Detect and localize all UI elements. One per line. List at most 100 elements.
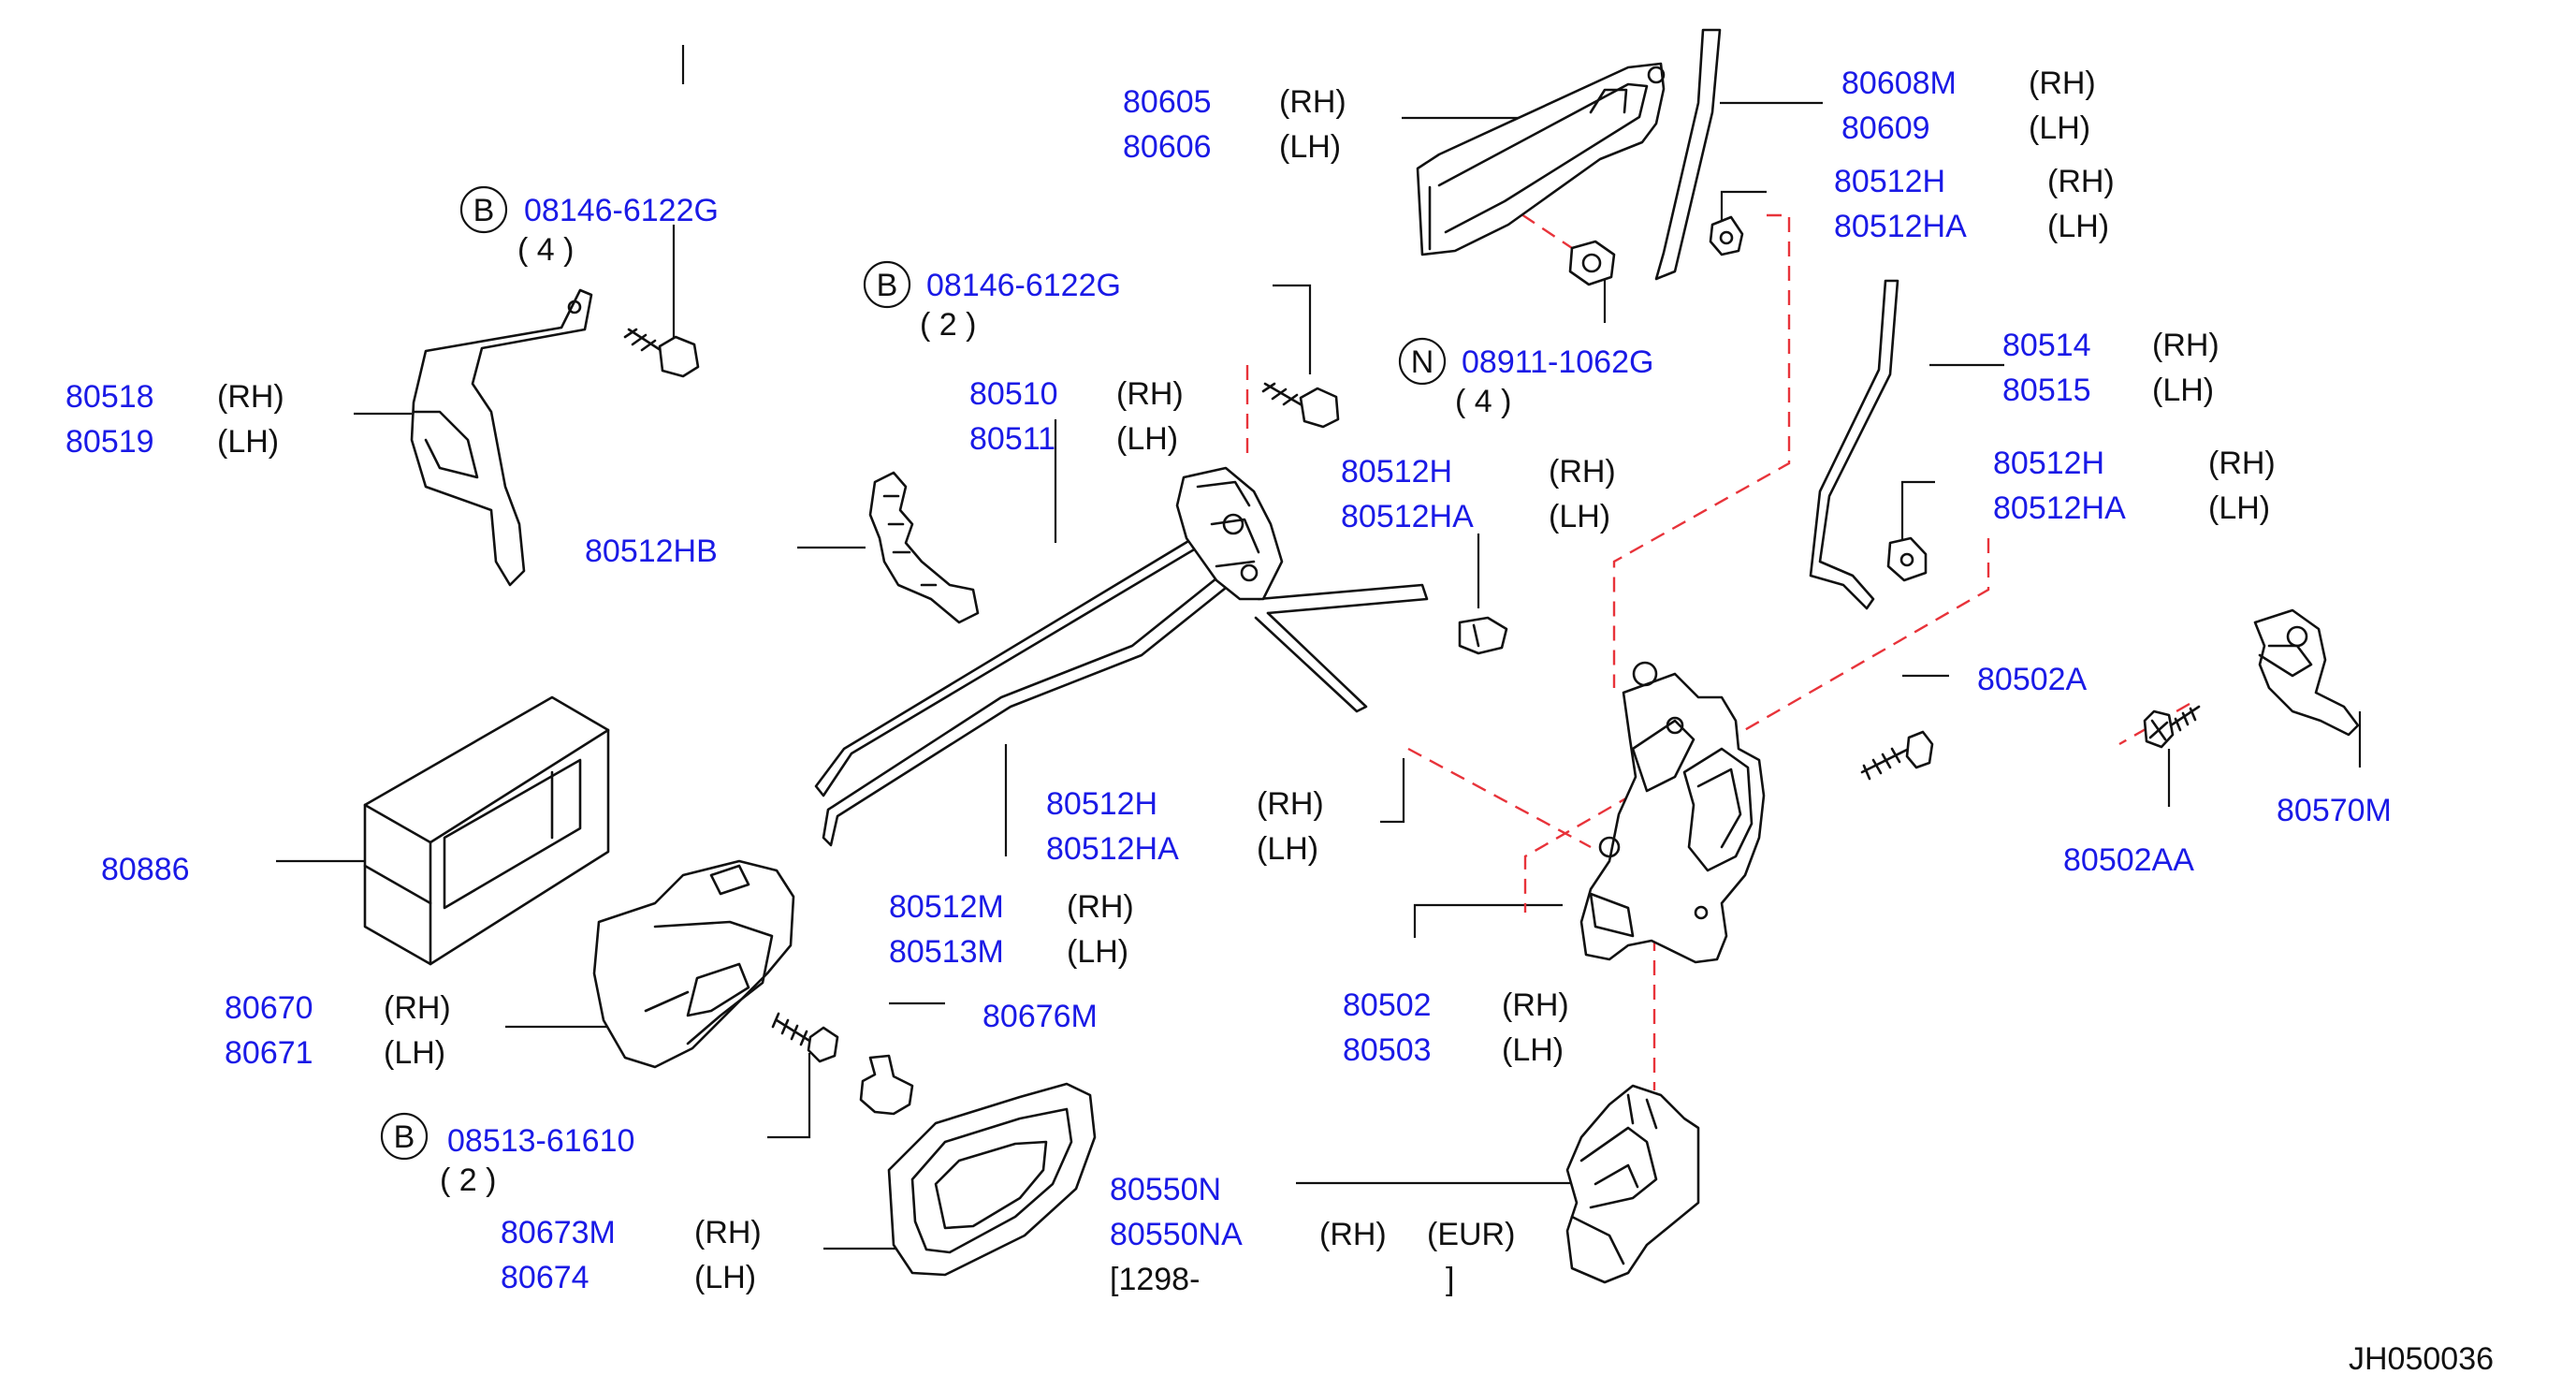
part-number-80511: 80511 [969, 421, 1055, 457]
side-rh-80510: (RH) [1116, 376, 1184, 412]
screw-quantity: ( 2 ) [440, 1162, 496, 1198]
part-number-80608m: 80608M [1841, 66, 1957, 101]
svg-text:B: B [394, 1119, 415, 1155]
part-number-80512h-middle: 80512H [1341, 454, 1452, 490]
labels-80512h-top: 80512H (RH) 80512HA (LH) [1834, 164, 2115, 244]
lock-lever-drawing [1175, 466, 1284, 601]
side-rh-80673m: (RH) [694, 1215, 762, 1250]
side-lh-80512ha-middle: (LH) [1549, 499, 1610, 534]
part-number-80512ha-middle: 80512HA [1341, 499, 1474, 534]
part-number-80670: 80670 [225, 990, 313, 1026]
side-rh-80608m: (RH) [2029, 66, 2096, 101]
bolt-quantity-2: ( 2 ) [920, 307, 976, 343]
part-number-80519: 80519 [65, 424, 154, 460]
lock-screw-drawing [1860, 730, 1934, 781]
handle-screw-drawing [771, 1012, 839, 1063]
side-lh-80511: (LH) [1116, 421, 1178, 457]
part-number-80514: 80514 [2002, 328, 2091, 363]
part-number-80512m: 80512M [889, 889, 1004, 925]
lock-actuator-drawing [1565, 1084, 1700, 1284]
side-rh-80518: (RH) [217, 379, 284, 415]
part-number-80512h-top: 80512H [1834, 164, 1945, 199]
labels-80512m: 80512M (RH) 80513M (LH) [889, 889, 1134, 970]
bolt-drawing-2 [1261, 382, 1340, 429]
outside-handle-drawing [1416, 62, 1666, 256]
side-rh-80512h-middle: (RH) [1549, 454, 1616, 490]
part-number-80502aa: 80502AA [2063, 842, 2194, 878]
rod-clip-top-drawing [1709, 215, 1744, 256]
labels-80673m: 80673M (RH) 80674 (LH) [501, 1215, 762, 1295]
b-symbol-1: B [459, 185, 508, 234]
nut-drawing [1568, 240, 1616, 286]
side-lh-80671: (LH) [384, 1035, 445, 1071]
side-rh-80514: (RH) [2152, 328, 2219, 363]
handle-rod-drawing [1654, 28, 1722, 281]
side-rh-80512m: (RH) [1067, 889, 1134, 925]
labels-80514: 80514 (RH) 80515 (LH) [2002, 328, 2219, 408]
part-number-80550na: 80550NA [1110, 1217, 1243, 1252]
labels-80605: 80605 (RH) 80606 (LH) [1123, 84, 1346, 165]
bolt-part-number-1: 08146-6122G [524, 193, 719, 228]
part-number-80674: 80674 [501, 1260, 589, 1295]
labels-n1: 08911-1062G ( 4 ) [1455, 344, 1653, 419]
striker-screw-drawing [2143, 705, 2201, 749]
door-rod-drawing [1809, 279, 1899, 610]
packing-box-drawing [363, 695, 610, 966]
part-number-80606: 80606 [1123, 129, 1212, 165]
side-lh-80674: (LH) [694, 1260, 756, 1295]
labels-80518: 80518 (RH) 80519 (LH) [65, 379, 284, 460]
diagram-code: JH050036 [2349, 1341, 2494, 1377]
side-lh-80513m: (LH) [1067, 934, 1128, 970]
bolt-quantity-1: ( 4 ) [517, 232, 574, 268]
b-symbol-3: B [380, 1112, 429, 1161]
rod-clip-middle-drawing [1458, 616, 1508, 655]
part-number-80671: 80671 [225, 1035, 313, 1071]
clip-80512hb-drawing [868, 471, 980, 624]
labels-80670: 80670 (RH) 80671 (LH) [225, 990, 451, 1071]
side-rh-80512h-top: (RH) [2047, 164, 2115, 199]
side-lh-80515: (LH) [2152, 373, 2214, 408]
part-number-80502: 80502 [1343, 987, 1432, 1023]
escutcheon-drawing [887, 1082, 1097, 1277]
side-lh-80512ha-right: (LH) [2208, 490, 2270, 526]
part-number-80512ha-right: 80512HA [1993, 490, 2126, 526]
inside-handle-drawing [592, 859, 795, 1069]
side-rh-80512h-right: (RH) [2208, 446, 2276, 481]
svg-text:N: N [1411, 344, 1434, 380]
door-lock-assembly-drawing [1579, 661, 1766, 964]
production-date-start: [1298- [1110, 1262, 1200, 1297]
nut-quantity: ( 4 ) [1455, 384, 1511, 419]
labels-b3: 08513-61610 ( 2 ) [440, 1123, 634, 1198]
part-number-80515: 80515 [2002, 373, 2091, 408]
labels-b1: 08146-6122G ( 4 ) [517, 193, 719, 268]
side-lh-80512ha-top: (LH) [2047, 209, 2109, 244]
part-number-80886: 80886 [101, 852, 190, 887]
rod-clip-right-drawing [1886, 536, 1928, 582]
labels-80512h-middle: 80512H (RH) 80512HA (LH) [1341, 454, 1616, 534]
side-rh-80502: (RH) [1502, 987, 1569, 1023]
part-number-80550n: 80550N [1110, 1172, 1221, 1207]
svg-text:B: B [473, 193, 495, 228]
side-lh-80512ha-lower: (LH) [1257, 831, 1318, 867]
bolt-part-number-2: 08146-6122G [926, 268, 1121, 303]
bolt-drawing-1 [623, 328, 700, 378]
side-lh-80519: (LH) [217, 424, 279, 460]
n-symbol-1: N [1398, 337, 1447, 386]
labels-80512h-lower: 80512H (RH) 80512HA (LH) [1046, 786, 1324, 867]
part-number-80512ha-top: 80512HA [1834, 209, 1967, 244]
part-number-80513m: 80513M [889, 934, 1004, 970]
production-date-end: ] [1446, 1262, 1454, 1297]
side-rh-80550na: (RH) [1319, 1217, 1387, 1252]
labels-80502: 80502 (RH) 80503 (LH) [1343, 987, 1569, 1068]
screw-part-number: 08513-61610 [447, 1123, 634, 1159]
part-number-80512h-lower: 80512H [1046, 786, 1157, 822]
side-rh-80605: (RH) [1279, 84, 1346, 120]
side-lh-80609: (LH) [2029, 110, 2090, 146]
side-lh-80503: (LH) [1502, 1032, 1564, 1068]
part-number-80673m: 80673M [501, 1215, 616, 1250]
part-number-80512ha-lower: 80512HA [1046, 831, 1179, 867]
part-number-80512hb: 80512HB [585, 534, 718, 569]
labels-80608m: 80608M (RH) 80609 (LH) [1841, 66, 2096, 146]
part-number-80518: 80518 [65, 379, 154, 415]
